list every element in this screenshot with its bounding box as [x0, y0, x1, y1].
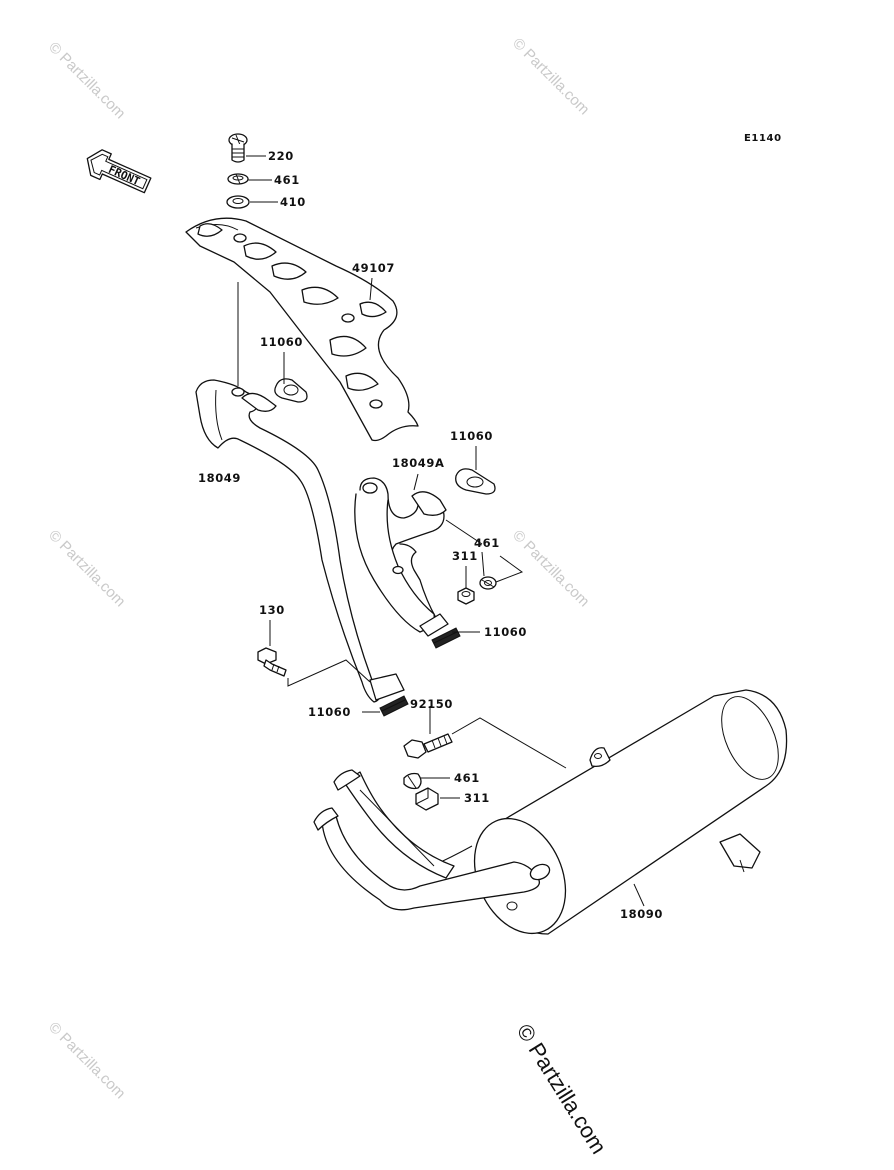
label-92150: 92150 [410, 697, 453, 711]
nut-311-mid-icon [457, 587, 475, 605]
heat-guard-49107-icon [185, 217, 419, 442]
label-461-mid: 461 [474, 536, 500, 550]
label-410: 410 [280, 195, 306, 209]
label-18049A: 18049A [392, 456, 445, 470]
lock-washer-461-low-icon [403, 772, 422, 790]
part-labels: 220 461 410 49107 11060 18049 11060 1804… [198, 149, 663, 921]
header-pipe-18049-icon [195, 379, 405, 703]
gasket-11060-b-icon [455, 468, 496, 495]
label-220: 220 [268, 149, 294, 163]
label-11060-c: 11060 [484, 625, 527, 639]
header-pipe-18049A-icon [354, 477, 449, 637]
watermark-mid-right: © Partzilla.com [509, 527, 592, 610]
label-18049: 18049 [198, 471, 241, 485]
lock-washer-461-icon [227, 173, 249, 185]
gasket-11060-c-icon [431, 627, 461, 649]
label-49107: 49107 [352, 261, 395, 275]
watermark-top-left: © Partzilla.com [45, 39, 128, 122]
nut-311-low-icon [415, 787, 439, 811]
watermark-mid-left: © Partzilla.com [45, 527, 128, 610]
bolt-130-icon [257, 647, 287, 677]
label-11060-a: 11060 [260, 335, 303, 349]
lock-washer-461-mid-icon [479, 576, 497, 590]
watermark-top-right: © Partzilla.com [509, 35, 592, 118]
bolt-92150-icon [403, 733, 453, 759]
label-11060-d: 11060 [308, 705, 351, 719]
watermark-main: © Partzilla.com [512, 1019, 612, 1158]
bolt-220-icon [228, 133, 248, 163]
diagram-code: E1140 [744, 133, 782, 144]
gasket-11060-a-icon [274, 378, 308, 403]
label-461-top: 461 [274, 173, 300, 187]
label-18090: 18090 [620, 907, 663, 921]
watermarks: © Partzilla.com © Partzilla.com © Partzi… [45, 35, 611, 1159]
front-arrow-icon: FRONT [86, 149, 152, 194]
label-311-low: 311 [464, 791, 490, 805]
watermark-bottom-left: © Partzilla.com [45, 1019, 128, 1102]
label-311-mid: 311 [452, 549, 478, 563]
label-461-low: 461 [454, 771, 480, 785]
leader-lines [237, 155, 645, 907]
washer-410-icon [226, 195, 250, 209]
label-130: 130 [259, 603, 285, 617]
muffler-18090-icon [313, 689, 788, 935]
gasket-11060-d-icon [379, 695, 409, 717]
label-11060-b: 11060 [450, 429, 493, 443]
